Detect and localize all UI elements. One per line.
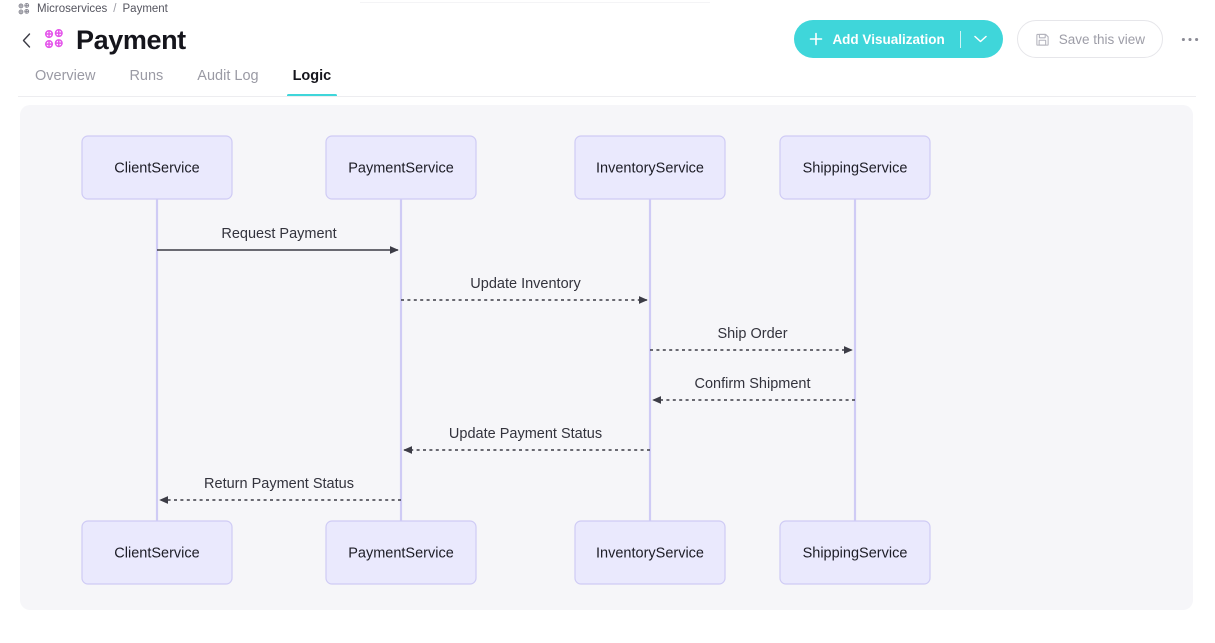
- breadcrumb: Microservices / Payment: [18, 0, 168, 18]
- title-row: Payment: [18, 20, 186, 60]
- participant-label: ClientService: [114, 161, 199, 177]
- save-disk-icon: [1035, 32, 1050, 47]
- tab-runs-label: Runs: [129, 68, 164, 84]
- breadcrumb-current: Payment: [122, 3, 168, 15]
- tab-logic-label: Logic: [292, 68, 332, 84]
- page-title-icon: [44, 29, 66, 51]
- tab-audit-log[interactable]: Audit Log: [180, 60, 275, 97]
- tab-audit-log-label: Audit Log: [197, 68, 259, 84]
- chevron-down-icon[interactable]: [973, 35, 987, 43]
- button-divider: [959, 30, 961, 48]
- microservices-icon: [18, 2, 31, 16]
- participant-payment-bottom[interactable]: PaymentService: [325, 520, 477, 585]
- page-title: Payment: [76, 24, 186, 55]
- add-visualization-button[interactable]: Add Visualization: [794, 20, 1003, 58]
- save-this-view-button[interactable]: Save this view: [1016, 20, 1163, 58]
- message-1[interactable]: Update Inventory: [401, 276, 648, 304]
- participant-client-top[interactable]: ClientService: [81, 135, 233, 200]
- top-hairline: [360, 2, 710, 3]
- message-label: Confirm Shipment: [694, 376, 810, 392]
- participant-payment-top[interactable]: PaymentService: [325, 135, 477, 200]
- tab-runs[interactable]: Runs: [112, 60, 180, 97]
- tab-overview-label: Overview: [35, 68, 96, 84]
- add-visualization-label: Add Visualization: [832, 31, 945, 47]
- tab-logic[interactable]: Logic: [276, 60, 349, 97]
- participant-shipping-bottom[interactable]: ShippingService: [779, 520, 931, 585]
- chevron-left-icon[interactable]: [18, 27, 34, 53]
- plus-icon: [809, 32, 823, 46]
- header-actions: Add Visualization Save this view: [794, 20, 1203, 58]
- message-label: Update Inventory: [470, 276, 581, 292]
- participant-label: PaymentService: [348, 546, 454, 562]
- breadcrumb-root[interactable]: Microservices: [37, 3, 108, 15]
- message-label: Request Payment: [221, 226, 336, 242]
- participant-inventory-bottom[interactable]: InventoryService: [574, 520, 726, 585]
- participant-label: PaymentService: [348, 161, 454, 177]
- tab-bar-underline: [18, 96, 1196, 97]
- message-label: Ship Order: [717, 326, 787, 342]
- message-2[interactable]: Ship Order: [650, 326, 853, 354]
- ellipsis-icon[interactable]: [1177, 26, 1203, 52]
- message-0[interactable]: Request Payment: [157, 226, 399, 254]
- message-label: Return Payment Status: [204, 476, 354, 492]
- participant-label: ShippingService: [803, 546, 908, 562]
- tab-bar: Overview Runs Audit Log Logic: [18, 60, 348, 98]
- participant-label: ClientService: [114, 546, 199, 562]
- participant-label: InventoryService: [596, 161, 704, 177]
- message-label: Update Payment Status: [449, 426, 602, 442]
- participant-inventory-top[interactable]: InventoryService: [574, 135, 726, 200]
- participant-label: InventoryService: [596, 546, 704, 562]
- save-this-view-label: Save this view: [1058, 31, 1145, 47]
- breadcrumb-separator: /: [113, 3, 117, 15]
- message-4[interactable]: Update Payment Status: [403, 426, 650, 454]
- participant-label: ShippingService: [803, 161, 908, 177]
- tab-overview[interactable]: Overview: [18, 60, 112, 97]
- participant-client-bottom[interactable]: ClientService: [81, 520, 233, 585]
- participant-shipping-top[interactable]: ShippingService: [779, 135, 931, 200]
- message-5[interactable]: Return Payment Status: [159, 476, 401, 504]
- message-3[interactable]: Confirm Shipment: [652, 376, 855, 404]
